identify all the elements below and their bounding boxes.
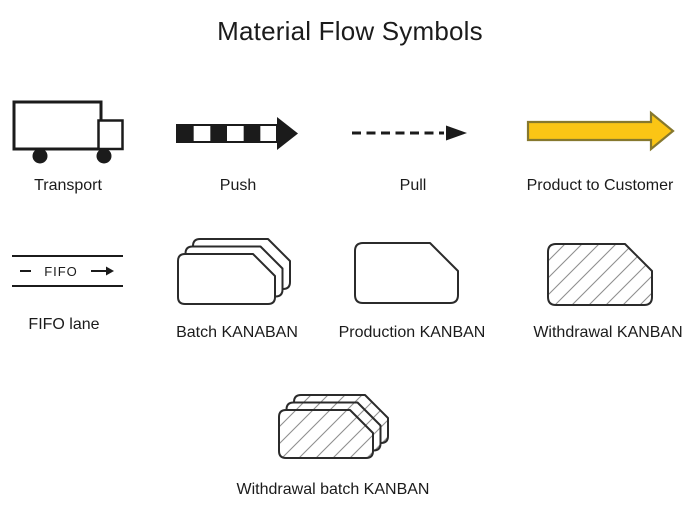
pull-label: Pull (399, 177, 427, 194)
production-kanban-icon (353, 241, 461, 306)
push-label: Push (219, 177, 257, 194)
product-to-customer-label: Product to Customer (526, 177, 674, 194)
product-arrow-icon (526, 110, 676, 152)
transport-label: Transport (34, 177, 102, 194)
production-kanban-label: Production KANBAN (338, 324, 486, 341)
withdrawal-batch-kanban-label: Withdrawal batch KANBAN (236, 481, 430, 498)
push-arrow-icon (175, 114, 301, 152)
withdrawal-batch-kanban-icon (277, 393, 395, 461)
fifo-dash (20, 270, 31, 272)
batch-kanban-icon (176, 237, 296, 307)
page-title: Material Flow Symbols (217, 16, 483, 46)
withdrawal-kanban-icon (546, 242, 656, 308)
fifo-lane-label: FIFO lane (28, 316, 100, 333)
fifo-lane-icon: FIFO (12, 255, 123, 287)
batch-kanban-label: Batch KANABAN (176, 324, 298, 341)
truck-icon (12, 98, 130, 166)
fifo-lane-text: FIFO (44, 263, 78, 279)
fifo-arrow-icon (90, 266, 114, 276)
withdrawal-kanban-label: Withdrawal KANBAN (533, 324, 683, 341)
pull-arrow-icon (350, 124, 470, 142)
